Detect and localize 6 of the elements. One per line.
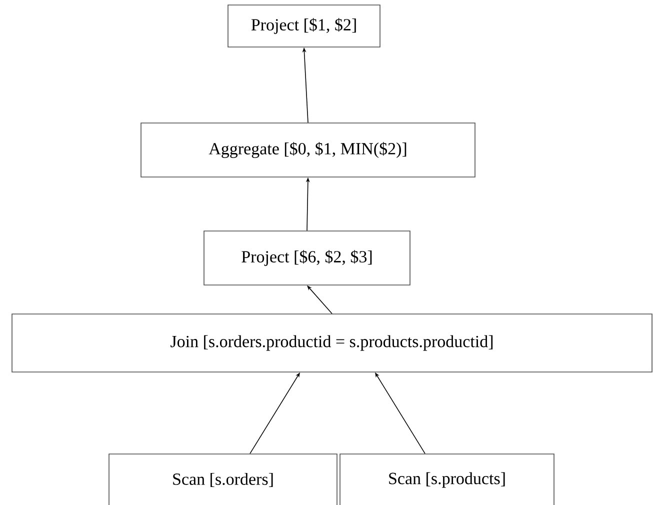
process-box: Scan [s.orders] [108,454,338,505]
process-box: Join [s.orders.productid = s.products.productid] [12,314,652,372]
process-box: Project [$6, $2, $3] [204,230,410,286]
process-box: Project [$1, $2] [228,4,380,48]
process-box: Scan [s.products] [340,454,554,505]
process-box: Aggregate [$0, $1, MIN($2)] [140,122,476,178]
